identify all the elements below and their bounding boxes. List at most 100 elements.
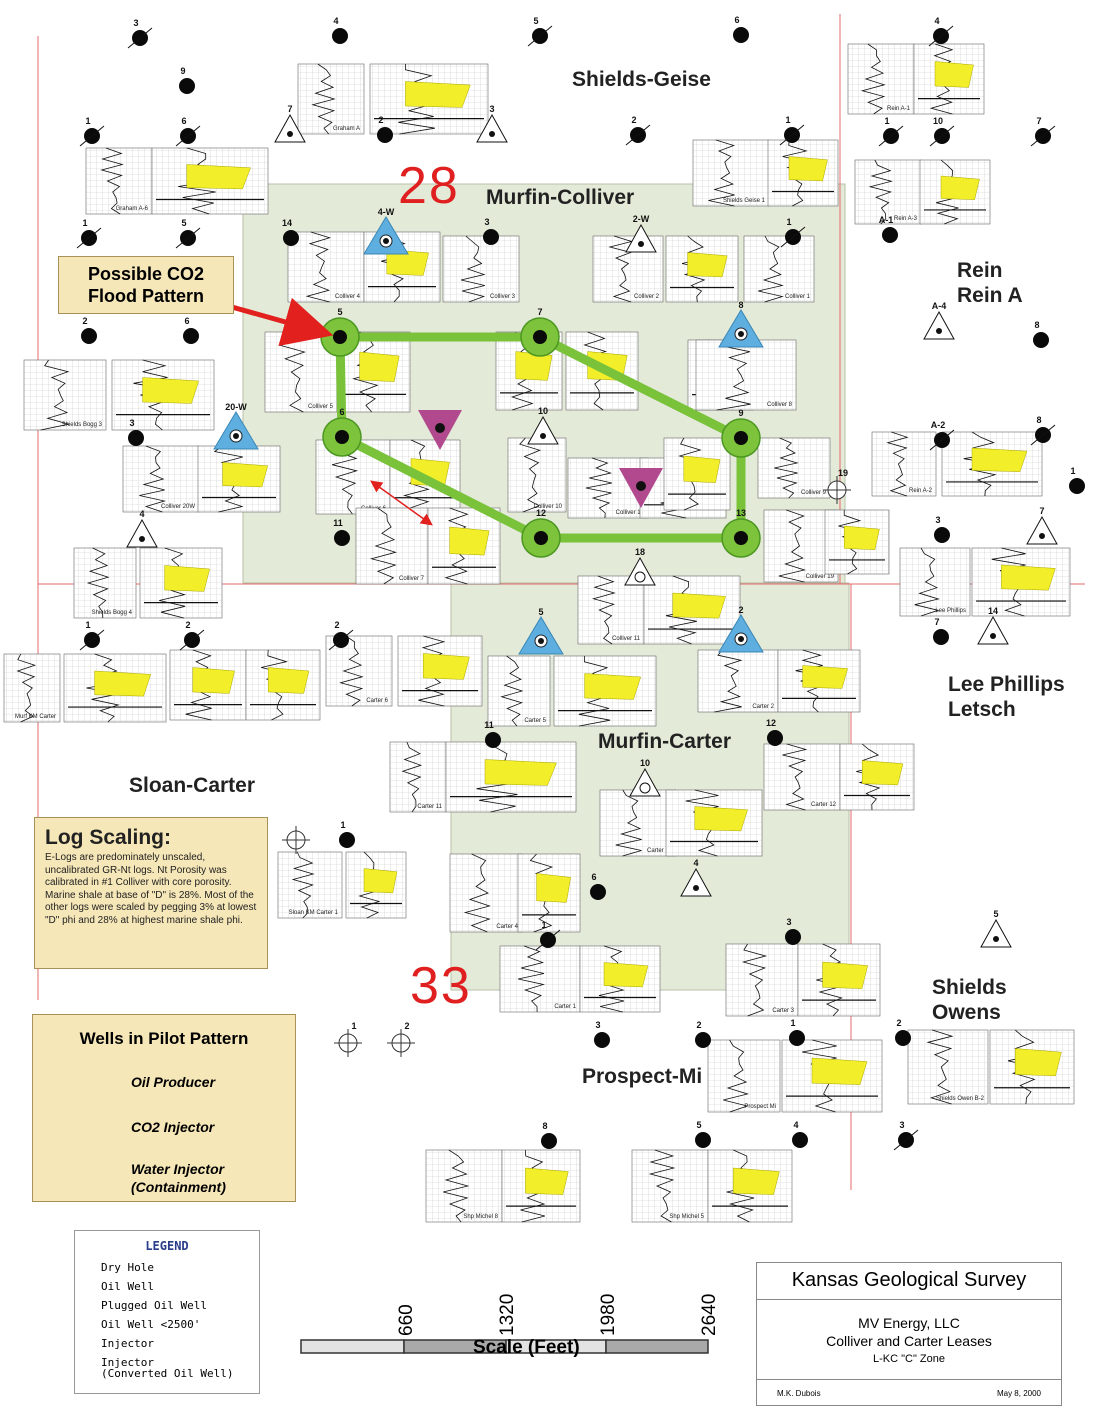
well-label: 8 <box>1036 415 1041 425</box>
well-symbol-oil: 6 <box>183 316 199 344</box>
well-symbol-injector: 7 <box>1026 506 1058 545</box>
well-log-thumbnail: Shields Geise 1 <box>692 139 770 207</box>
well-label: 2 <box>404 1021 409 1031</box>
well-log-thumbnail <box>824 509 890 575</box>
well-label: 20-W <box>225 402 247 412</box>
well-log-thumbnail: Carter 5 <box>487 655 551 727</box>
well-symbol-oil: 3 <box>785 917 801 945</box>
well-log-thumbnail <box>989 1029 1075 1105</box>
oil-producer-well: 7 <box>520 307 560 357</box>
well-label: 7 <box>934 617 939 627</box>
well-log-name: Carter 4 <box>496 924 518 930</box>
well-log-thumbnail <box>169 649 247 721</box>
well-symbol-plugged: 2 <box>625 115 651 146</box>
symbol-legend: LEGEND Dry Hole Oil Well Plugged Oil Wel… <box>74 1230 260 1394</box>
well-log-thumbnail: Carter 1 <box>499 945 581 1013</box>
lease-label-prospect-mi: Prospect-Mi <box>582 1065 703 1088</box>
well-symbol-injector: 3 <box>476 104 508 143</box>
oil-producer-well: 12 <box>521 508 561 558</box>
well-label: 7 <box>287 104 292 114</box>
well-log-thumbnail: Carter 16 <box>599 789 677 857</box>
well-log-thumbnail: Shields Owen B-2 <box>907 1029 989 1105</box>
well-symbol-dry <box>282 826 310 854</box>
well-log-thumbnail: Carter 6 <box>325 635 393 707</box>
well-symbol-oil: 4 <box>332 16 348 44</box>
log-scaling-note: Log Scaling: E-Logs are predominately un… <box>34 817 268 969</box>
legend-title: LEGEND <box>145 1239 189 1253</box>
well-symbol-oil: 2 <box>895 1018 911 1046</box>
well-log-thumbnail: Carter 2 <box>697 649 779 713</box>
log-scaling-body: E-Logs are predominately unscaled, uncal… <box>45 852 257 926</box>
title-author: M.K. Dubois <box>777 1389 821 1398</box>
well-symbol-injector-dry: 18 <box>624 547 656 586</box>
well-symbol-oil: 2 <box>377 115 393 143</box>
title-date: May 8, 2000 <box>996 1389 1041 1398</box>
well-log-name: Shields Bogg 3 <box>62 422 103 428</box>
well-symbol-plugged: 5 <box>527 16 553 47</box>
well-symbol-oil: 11 <box>333 518 350 546</box>
well-log-name: Colliver 5 <box>308 404 334 410</box>
well-log-name: Colliver 18 <box>616 510 645 516</box>
lease-label-murfin-carter: Murfin-Carter <box>598 730 732 753</box>
well-symbol-plugged: 1 <box>535 920 561 951</box>
well-label: 1 <box>541 920 546 930</box>
well-log-thumbnail: Colliver 10 <box>507 437 567 513</box>
well-label: 3 <box>786 917 791 927</box>
well-label: 5 <box>181 218 186 228</box>
well-symbol-oil: 4 <box>792 1120 808 1148</box>
well-log-name: Rein A-3 <box>894 216 918 222</box>
co2-flood-callout: Possible CO2 Flood Pattern <box>58 256 234 314</box>
well-symbol-injector: 7 <box>274 104 306 143</box>
oil-producer-well: 6 <box>322 407 362 457</box>
well-symbol-plugged: 3 <box>893 1120 919 1151</box>
well-symbol-plugged: 7 <box>1030 116 1056 147</box>
co2-injector-well <box>619 468 663 508</box>
well-symbol-dry: 2 <box>387 1021 415 1057</box>
oil-producer-well: 13 <box>721 508 761 558</box>
well-symbol-plugged: A-2 <box>929 420 955 451</box>
well-label: 3 <box>133 18 138 28</box>
well-log-name: Shp Michel 5 <box>669 1214 704 1220</box>
well-label: 1 <box>1070 466 1075 476</box>
scale-tick-1320: 1320 <box>497 1293 518 1336</box>
legend-item-oil-well: Oil Well <box>101 1280 154 1293</box>
well-label: 1 <box>786 217 791 227</box>
well-label: 4 <box>139 509 144 519</box>
well-log-thumbnail <box>579 945 661 1013</box>
well-symbol-dry: 1 <box>334 1021 362 1057</box>
well-log-name: Murf KM Carter <box>15 714 56 720</box>
well-log-name: Shields Owen B-2 <box>936 1096 985 1102</box>
well-label: 12 <box>536 508 546 518</box>
well-symbol-oil: 3 <box>128 418 144 446</box>
well-label: 5 <box>337 307 342 317</box>
well-symbol-injector: 10 <box>527 406 559 445</box>
well-log-name: Shields Bogg 4 <box>92 610 133 616</box>
well-symbol-plugged: 3 <box>127 18 153 49</box>
well-symbol-oil: 6 <box>590 872 606 900</box>
scale-tick-2640: 2640 <box>699 1293 720 1336</box>
well-label: 2 <box>631 115 636 125</box>
well-symbol-oil: 8 <box>1033 320 1049 348</box>
section-number-south: 33 <box>410 957 472 1015</box>
scale-bar-segment <box>300 1339 405 1354</box>
well-log-thumbnail <box>663 437 731 511</box>
well-log-thumbnail <box>345 851 407 919</box>
water-injector-well: 4-W <box>363 207 409 255</box>
well-symbol-plugged: 1 <box>878 116 904 147</box>
well-log-thumbnail: Carter 4 <box>449 853 523 933</box>
well-log-thumbnail: Shp Michel 5 <box>631 1149 709 1223</box>
scale-label: Scale (Feet) <box>473 1337 580 1358</box>
well-label: 11 <box>484 720 494 730</box>
well-label: 2 <box>334 620 339 630</box>
well-label: 1 <box>85 116 90 126</box>
well-log-name: Colliver 2 <box>634 294 660 300</box>
well-label: 4 <box>333 16 338 26</box>
well-log-thumbnail: Colliver 3 <box>442 235 520 303</box>
well-log-thumbnail <box>111 359 215 431</box>
well-log-name: Colliver 7 <box>399 576 425 582</box>
water-injector-well: 20-W <box>213 402 259 450</box>
well-log-thumbnail: Prospect Mi <box>707 1039 781 1113</box>
well-label: 3 <box>129 418 134 428</box>
well-log-name: Carter 5 <box>524 718 546 724</box>
